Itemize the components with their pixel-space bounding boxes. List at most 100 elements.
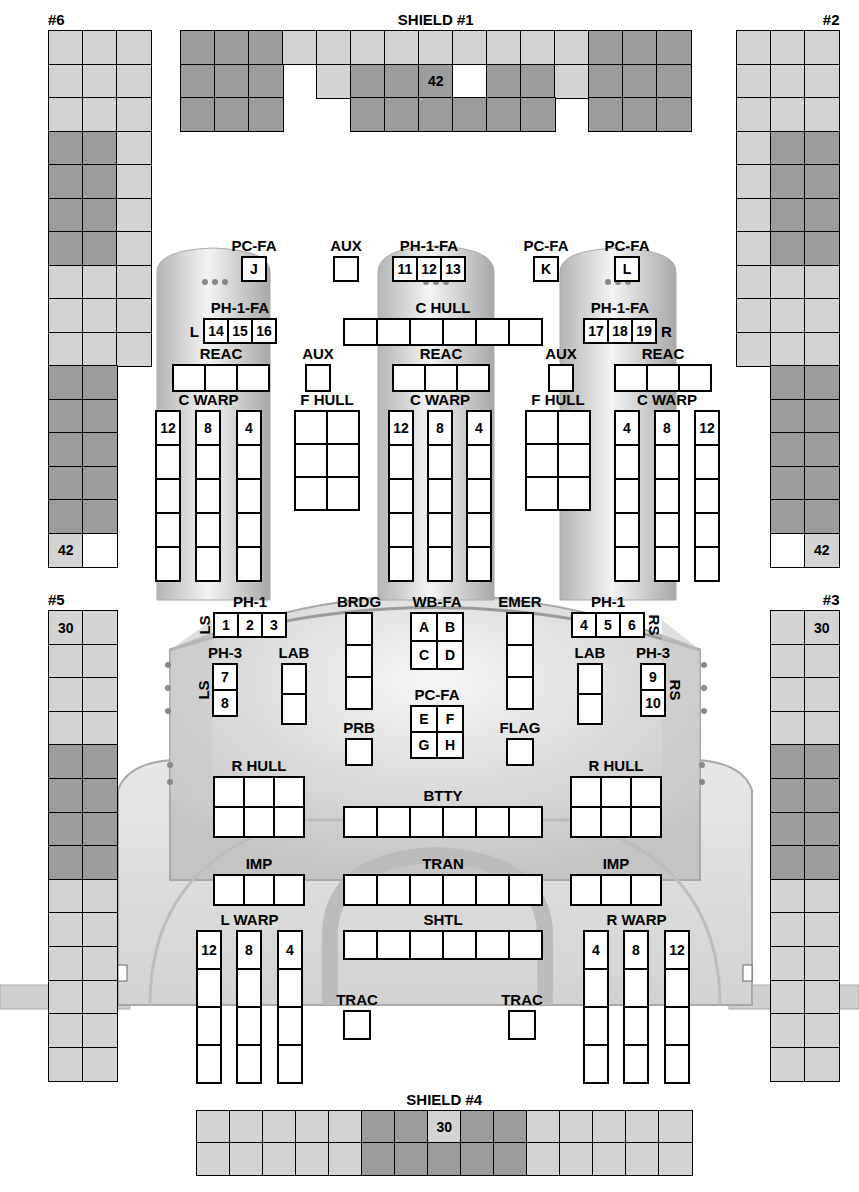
shield-box: [48, 711, 84, 746]
damage-box: [343, 806, 378, 838]
shield-box: [770, 164, 806, 199]
shield-box: [48, 30, 84, 65]
shield-box: [493, 1110, 528, 1144]
damage-box: [442, 874, 477, 906]
damage-box: [630, 776, 662, 808]
damage-box: [345, 612, 373, 646]
damage-box: [388, 444, 414, 480]
shield-box: [82, 164, 118, 199]
box-number: 16: [256, 324, 272, 338]
damage-box: 12: [196, 930, 222, 970]
damage-box: [409, 930, 444, 960]
damage-box: [427, 512, 453, 548]
damage-box: [583, 1006, 609, 1046]
box-number: D: [445, 648, 455, 662]
shield-box: [48, 131, 84, 166]
shield-box: [804, 365, 840, 400]
box-number: 12: [669, 943, 685, 957]
damage-box: [155, 546, 181, 582]
shield-box: [82, 812, 118, 847]
shield-box: [316, 30, 352, 65]
damage-box: [213, 874, 245, 906]
damage-box: [508, 806, 543, 838]
shield-box: 42: [418, 64, 454, 99]
shield-box: [248, 64, 284, 99]
box-number: 4: [623, 421, 631, 435]
system-label: AUX: [545, 346, 577, 361]
shield-box: [116, 97, 152, 132]
shield-box: [804, 946, 840, 981]
damage-box: [506, 676, 534, 710]
damage-box: [614, 512, 640, 548]
shield-box: [48, 912, 84, 947]
shield-box: [658, 1142, 693, 1176]
damage-box: [442, 806, 477, 838]
system-label: #3: [823, 592, 840, 607]
damage-box: [195, 512, 221, 548]
shield-box: [770, 610, 806, 645]
shield-box: [804, 644, 840, 679]
damage-box: 1: [213, 612, 239, 638]
shield-box: 42: [48, 533, 84, 568]
system-boxes: SHTL: [343, 930, 543, 960]
shield-box: [82, 912, 118, 947]
damage-box: [281, 663, 307, 695]
system-boxes: FLAG: [506, 738, 534, 766]
damage-box: [466, 444, 492, 480]
damage-box: 4: [583, 930, 609, 970]
side-label: L: [190, 324, 199, 339]
shield-box: [82, 432, 118, 467]
shield-box: [384, 64, 420, 99]
shield-box: [82, 64, 118, 99]
damage-box: [557, 443, 591, 478]
damage-box: [630, 874, 662, 906]
damage-box: [614, 444, 640, 480]
shield-grid: 30#5: [48, 610, 118, 1082]
shield-box: [180, 97, 216, 132]
damage-box: [654, 546, 680, 582]
system-label: PH-1-FA: [400, 238, 458, 253]
damage-box: [236, 1044, 262, 1084]
shield-box: [736, 97, 772, 132]
damage-box: [236, 968, 262, 1008]
system-label: SHIELD #4: [406, 1092, 482, 1107]
shield-box: [520, 97, 556, 132]
damage-box: 2: [237, 612, 263, 638]
damage-box: [424, 364, 458, 392]
damage-box: [442, 930, 477, 960]
shield-box: [394, 1110, 429, 1144]
shield-box: [804, 64, 840, 99]
box-number: 4: [580, 618, 588, 632]
damage-box: 10: [640, 689, 666, 717]
damage-box: 4: [236, 410, 262, 446]
shield-box: [82, 778, 118, 813]
damage-box: L: [614, 256, 640, 282]
shield-box: [770, 365, 806, 400]
damage-box: [281, 693, 307, 725]
system-boxes: LPC-FA: [614, 256, 640, 282]
shield-box: [82, 231, 118, 266]
box-number: 5: [604, 618, 612, 632]
damage-box: [326, 443, 360, 478]
shield-box: [656, 97, 692, 132]
shield-box: [770, 231, 806, 266]
damage-box: 9: [640, 663, 666, 691]
shield-box: [804, 265, 840, 300]
system-label: C WARP: [179, 392, 239, 407]
shield-box: [770, 97, 806, 132]
shield-box: [116, 30, 152, 65]
shield-box: [804, 499, 840, 534]
box-number: 4: [245, 421, 253, 435]
shield-box: [736, 131, 772, 166]
damage-box: [277, 1006, 303, 1046]
system-boxes: BRDG: [345, 612, 373, 710]
box-number: 2: [246, 618, 254, 632]
damage-box: [277, 1044, 303, 1084]
damage-box: [694, 444, 720, 480]
shield-box: [82, 332, 118, 367]
shield-box: [554, 64, 590, 99]
box-number: L: [623, 262, 632, 276]
shield-box: [82, 533, 118, 568]
shield-box: [770, 466, 806, 501]
